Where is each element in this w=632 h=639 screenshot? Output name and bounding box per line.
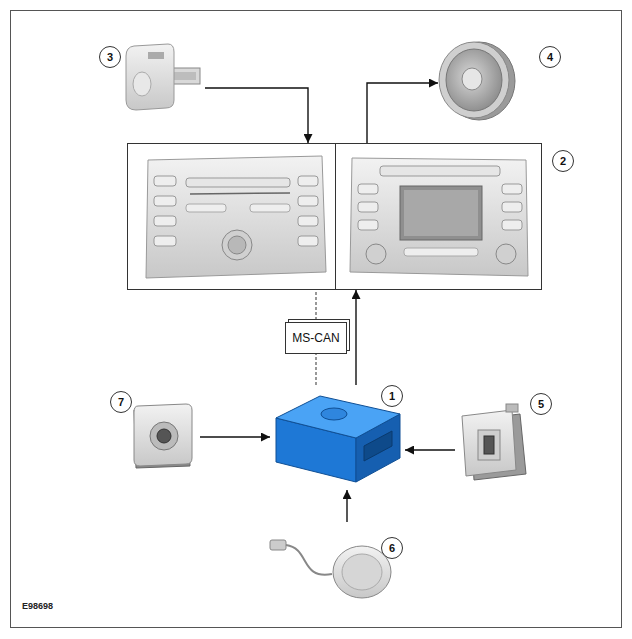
usb-module-illustration — [133, 72, 151, 96]
usb-module-illustration — [126, 44, 174, 110]
audio-unit-illustration — [146, 143, 528, 290]
callout-number: 6 — [381, 537, 403, 559]
outer-frame — [11, 11, 622, 628]
component-node: 7 — [108, 390, 200, 468]
audio-unit-illustration — [250, 204, 290, 212]
usb-socket-illustration — [484, 436, 494, 454]
usb-socket-illustration — [506, 404, 518, 412]
audio-unit-illustration — [154, 176, 176, 186]
microphone-illustration — [286, 545, 332, 575]
callout-number: 7 — [110, 391, 132, 413]
usb-socket-illustration — [462, 404, 526, 480]
audio-unit-illustration — [496, 244, 516, 264]
audio-unit-illustration — [190, 193, 290, 194]
microphone-illustration — [270, 540, 286, 550]
speaker-illustration — [439, 42, 515, 120]
speaker-illustration — [439, 42, 509, 118]
signal-arrow — [200, 436, 270, 437]
audio-unit-illustration — [154, 196, 176, 206]
audio-unit-illustration — [404, 190, 478, 236]
figure-number: E98698 — [22, 601, 53, 611]
speaker-illustration — [446, 49, 502, 111]
aux-socket-illustration — [157, 429, 171, 443]
microphone-illustration — [270, 540, 391, 598]
audio-unit-illustration — [298, 216, 318, 226]
signal-arrow — [355, 290, 356, 385]
interface-module-illustration — [276, 396, 400, 438]
component-node: 4 — [438, 38, 562, 124]
bus-label: MS-CAN — [285, 322, 346, 354]
usb-module-illustration — [148, 52, 164, 59]
signal-arrow — [205, 88, 308, 143]
audio-unit-illustration — [380, 166, 500, 176]
audio-unit-illustration — [146, 156, 326, 278]
callout-number: 3 — [99, 46, 121, 68]
signal-arrow — [346, 490, 347, 522]
callout-number: 2 — [552, 150, 574, 172]
audio-unit-illustration — [186, 204, 226, 212]
audio-unit-illustration — [502, 202, 522, 212]
aux-socket-illustration — [134, 404, 192, 468]
audio-unit-illustration — [298, 176, 318, 186]
usb-socket-illustration — [478, 430, 500, 460]
callout-number: 5 — [530, 393, 552, 415]
usb-socket-illustration — [462, 410, 516, 476]
audio-unit-illustration — [358, 220, 378, 230]
audio-unit-illustration — [502, 184, 522, 194]
audio-unit-illustration — [222, 230, 252, 260]
audio-unit-illustration — [186, 178, 290, 187]
callout-number: 1 — [381, 385, 403, 407]
signal-arrow — [405, 449, 455, 450]
audio-unit-illustration — [400, 186, 482, 240]
unit-group-box: 2 — [127, 143, 542, 290]
component-node: 5 — [455, 392, 553, 482]
interface-module-illustration — [321, 408, 347, 420]
callout-number: 4 — [539, 46, 561, 68]
audio-unit-illustration — [298, 196, 318, 206]
audio-unit-illustration — [350, 158, 528, 276]
audio-unit-illustration — [228, 236, 246, 254]
component-node: 6 — [265, 522, 405, 604]
usb-module-illustration — [126, 44, 200, 110]
interface-module-illustration — [364, 431, 392, 461]
aux-socket-illustration — [134, 404, 192, 466]
signal-arrow — [367, 83, 438, 143]
outer-frame — [11, 11, 622, 628]
audio-unit-illustration — [154, 216, 176, 226]
component-node: 1 — [270, 385, 405, 490]
audio-unit-illustration — [404, 248, 478, 256]
speaker-illustration — [462, 68, 482, 90]
audio-unit-illustration — [366, 244, 386, 264]
audio-unit-illustration — [298, 236, 318, 246]
aux-socket-illustration — [150, 422, 178, 450]
interface-module-illustration — [276, 396, 400, 482]
component-node: 3 — [98, 40, 205, 112]
audio-unit-illustration — [358, 184, 378, 194]
audio-unit-illustration — [358, 202, 378, 212]
audio-unit-illustration — [154, 236, 176, 246]
audio-unit-illustration — [335, 143, 336, 290]
audio-unit-illustration — [502, 220, 522, 230]
microphone-illustration — [342, 554, 382, 590]
